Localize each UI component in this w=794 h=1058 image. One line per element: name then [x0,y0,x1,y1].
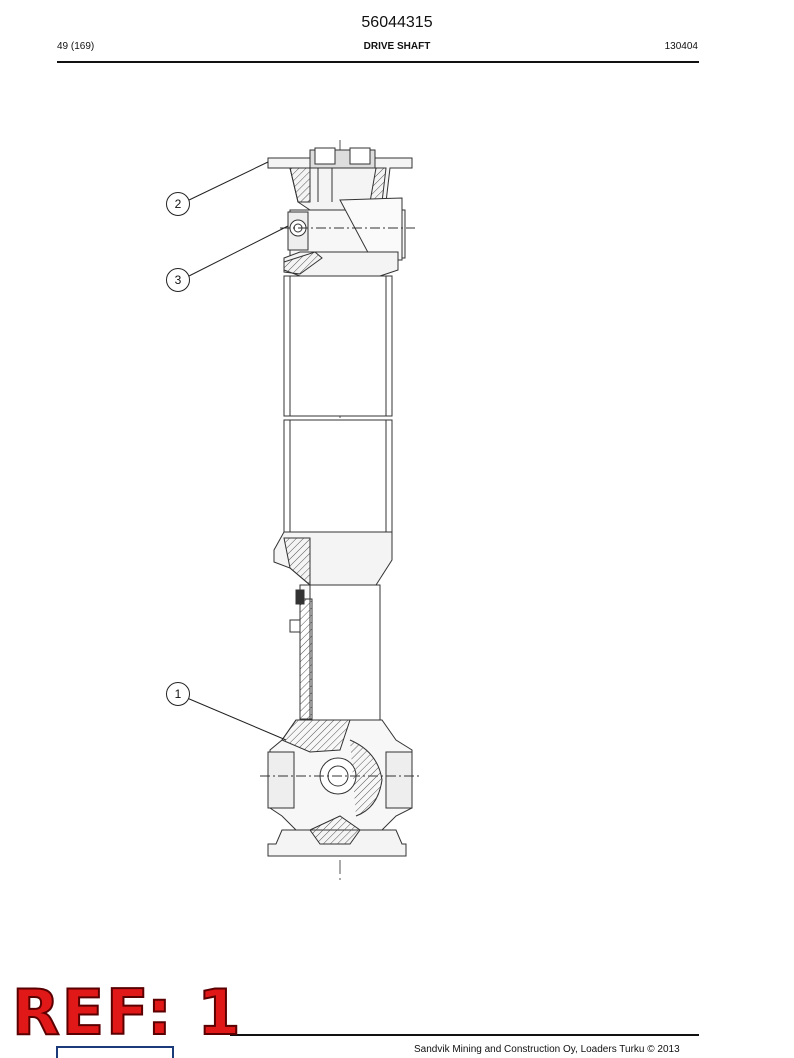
page-label: 49 (169) [57,41,95,52]
slip-joint [273,531,393,726]
lower-tube [283,419,393,533]
bottom-flange [267,815,407,857]
page-code: 130404 [664,41,698,52]
upper-tube [283,275,393,417]
leader-2 [186,161,269,202]
footer-rule [230,1034,699,1036]
doc-number: 56044315 [361,14,433,31]
upper-yoke [283,251,399,277]
leader-3 [186,225,289,278]
footer-text: Sandvik Mining and Construction Oy, Load… [414,1044,680,1055]
top-joint [280,197,415,261]
sandvik-logo [56,1046,174,1058]
page-title: DRIVE SHAFT [363,41,431,52]
callout-3: 3 [166,268,190,292]
callout-2: 2 [166,192,190,216]
drive-shaft-drawing [186,140,420,880]
lower-joint [260,719,420,831]
callout-1: 1 [166,682,190,706]
header-rule [57,61,699,63]
top-flange [267,147,413,211]
ref-stamp: REF: 1 [11,976,243,1049]
leader-1 [186,697,287,741]
